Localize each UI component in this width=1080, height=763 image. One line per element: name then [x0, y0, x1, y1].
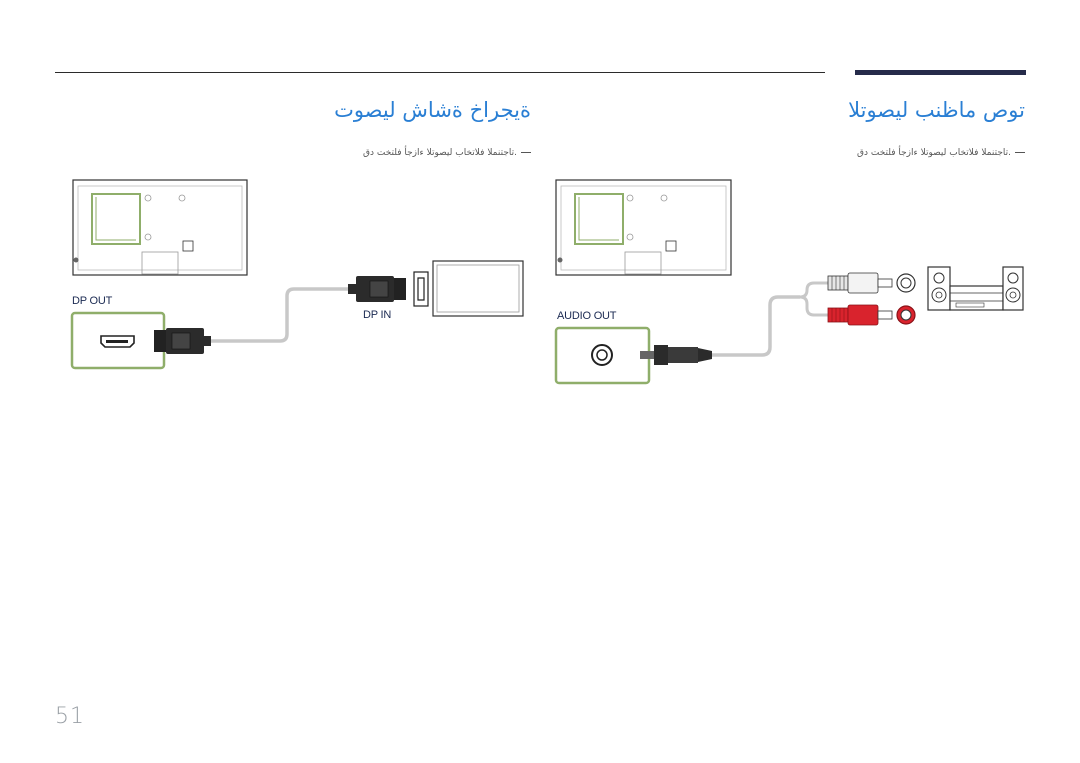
dp-cable [211, 287, 348, 343]
note-external-monitor: .تاجتنملا فلاتخاب ليصوتلا ءازجأ فلتخت دق [363, 148, 531, 158]
audio-cable-split-white [799, 281, 828, 299]
rca-jack-red [896, 305, 916, 325]
dp-in-port [413, 271, 429, 307]
dp-connector-in [348, 276, 406, 302]
note-text: .تاجتنملا فلاتخاب ليصوتلا ءازجأ فلتخت دق [857, 148, 1011, 158]
stereo-jack-connector [640, 345, 712, 365]
dp-connector-out [154, 328, 211, 354]
dp-in-label: DP IN [363, 309, 392, 321]
audio-cable [712, 295, 800, 357]
heading-audio-system: توص ماظنب ليصوتلا [848, 98, 1025, 122]
page-number: 51 [55, 704, 85, 729]
external-monitor [432, 260, 524, 317]
audio-out-label: AUDIO OUT [557, 310, 617, 322]
note-dash [521, 152, 531, 153]
dp-out-label: DP OUT [72, 295, 113, 307]
audio-out-port-frame [554, 326, 651, 385]
note-text: .تاجتنملا فلاتخاب ليصوتلا ءازجأ فلتخت دق [363, 148, 517, 158]
heading-external-monitor: ةيجراخ ةشاش ليصوت [334, 98, 531, 122]
note-dash [1015, 152, 1025, 153]
rca-red-plug [827, 304, 893, 326]
audio-system [927, 266, 1024, 311]
dp-out-port-frame [70, 311, 166, 370]
rca-white-plug [827, 272, 893, 294]
header-accent-bar [855, 70, 1026, 75]
audio-cable-split-red [799, 295, 828, 317]
header-rule [55, 72, 825, 73]
note-audio-system: .تاجتنملا فلاتخاب ليصوتلا ءازجأ فلتخت دق [857, 148, 1025, 158]
rca-jack-white [896, 273, 916, 293]
monitor-back-panel-right [555, 179, 732, 276]
monitor-back-panel-left [72, 179, 248, 276]
